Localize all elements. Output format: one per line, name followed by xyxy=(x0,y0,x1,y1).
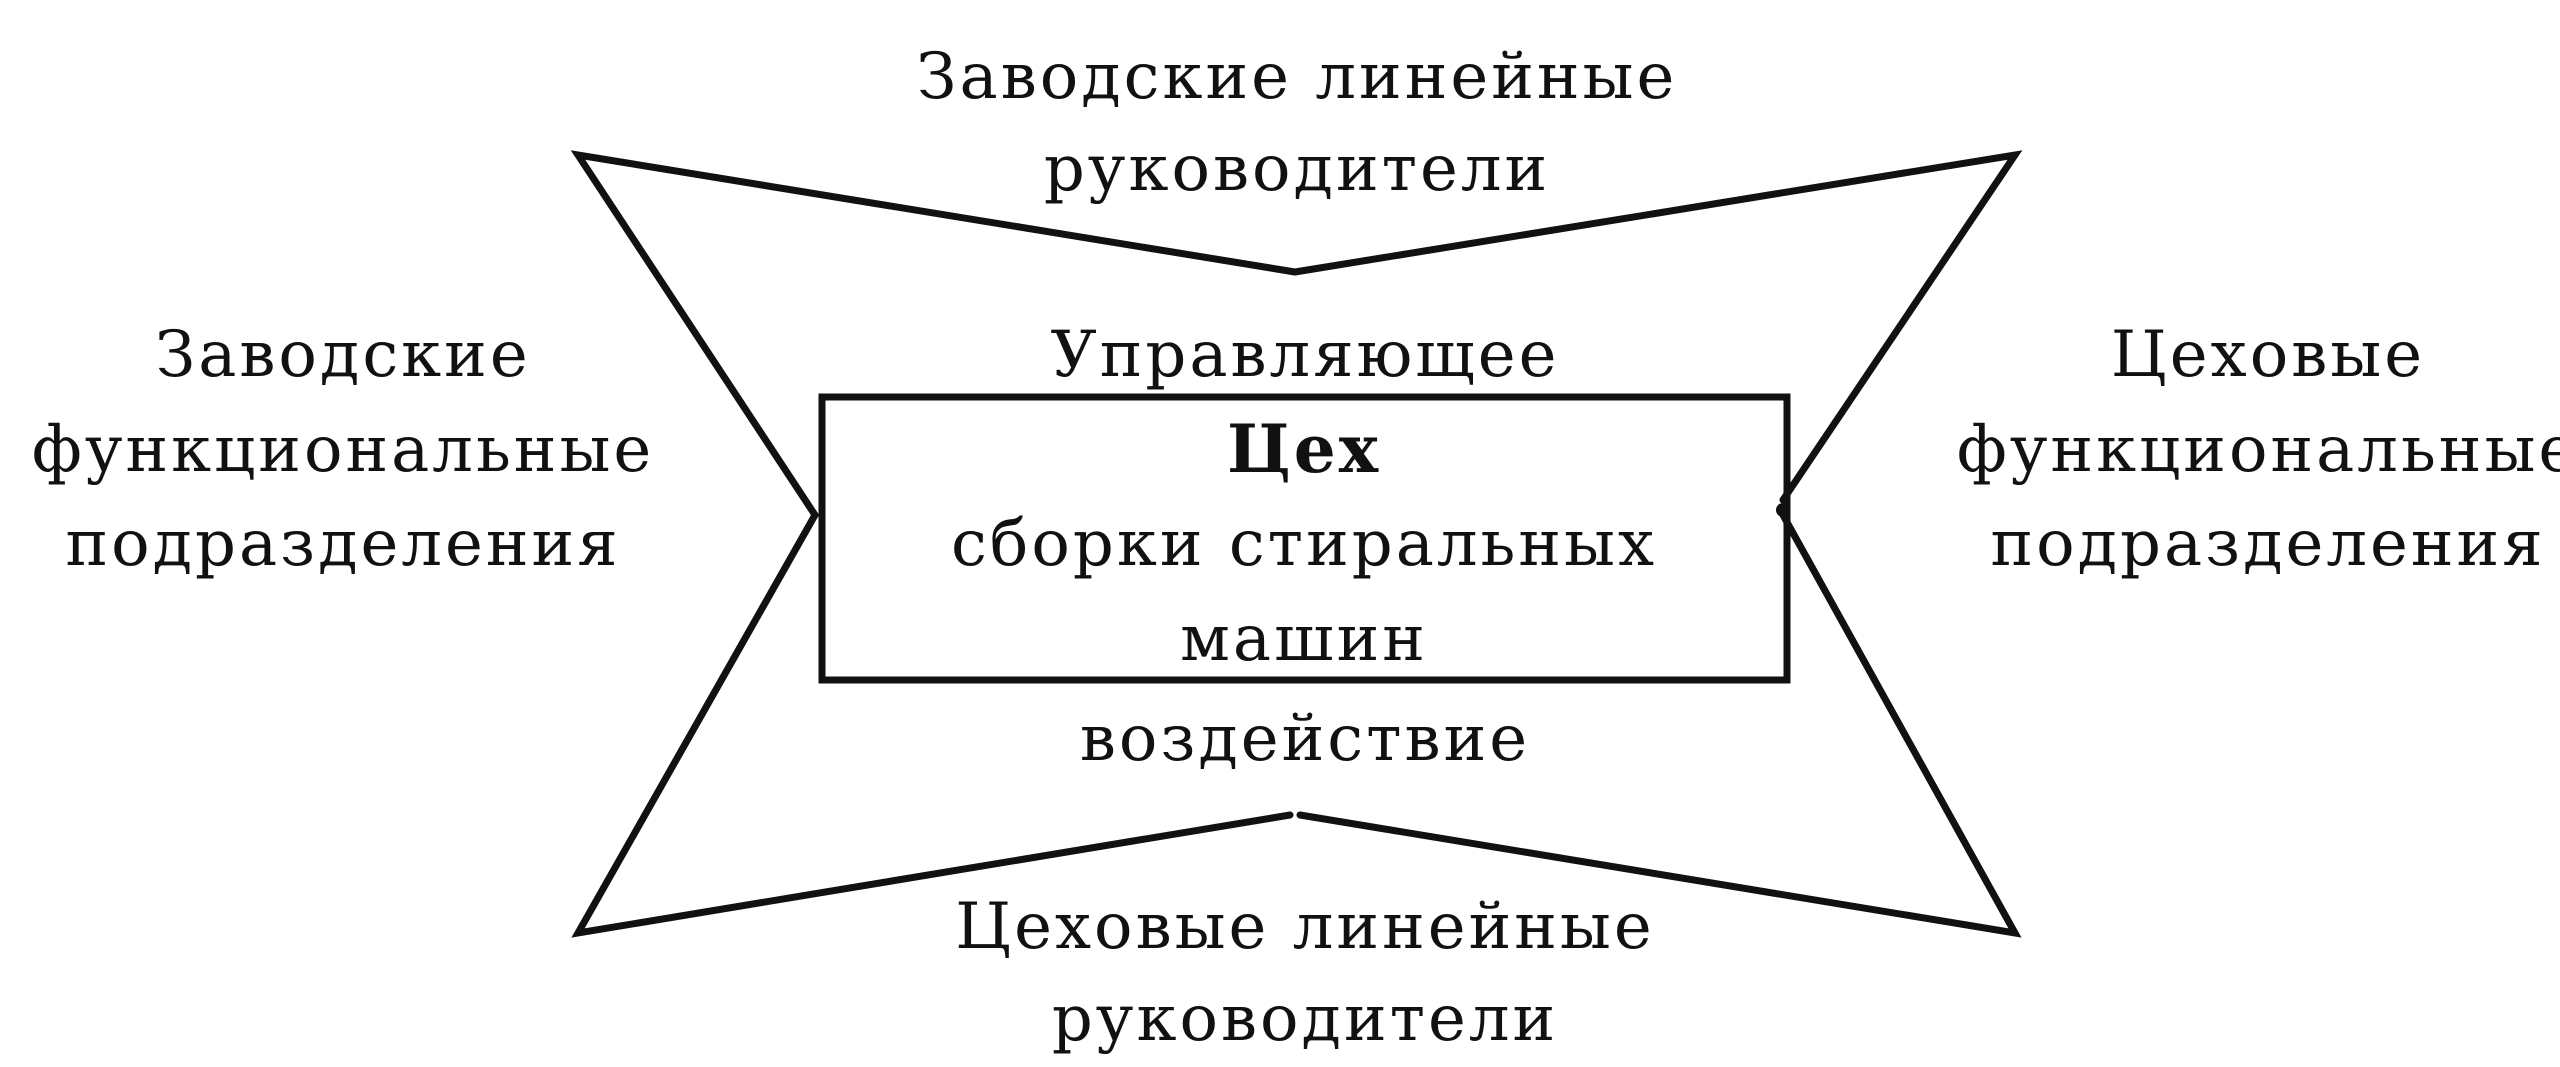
right-label-line3: подразделения xyxy=(1990,507,2545,581)
outline-top-left xyxy=(570,150,1299,519)
left-label-line1: Заводские xyxy=(155,318,530,392)
bottom-label-line2: руководители xyxy=(1052,982,1558,1056)
outline-top-right xyxy=(1291,150,2023,504)
right-label-line1: Цеховые xyxy=(2111,318,2425,392)
left-label-line2: функциональные xyxy=(32,413,655,487)
top-label-line2: руководители xyxy=(1044,132,1550,206)
top-label-line1: Заводские линейные xyxy=(917,40,1678,114)
influence-word1: Управляющее xyxy=(1050,318,1559,392)
outline-bottom-left xyxy=(571,511,1294,938)
right-label-line2: функциональные xyxy=(1957,413,2560,487)
workshop-box xyxy=(818,393,1791,684)
bottom-label-line1: Цеховые линейные xyxy=(955,890,1654,964)
workshop-line2: машин xyxy=(1180,602,1428,676)
influence-word2: воздействие xyxy=(1080,702,1530,776)
workshop-title: Цех xyxy=(1227,410,1381,488)
outline-bottom-right xyxy=(1296,511,2022,938)
left-label-line3: подразделения xyxy=(65,507,620,581)
workshop-line1: сборки стиральных xyxy=(951,507,1657,581)
